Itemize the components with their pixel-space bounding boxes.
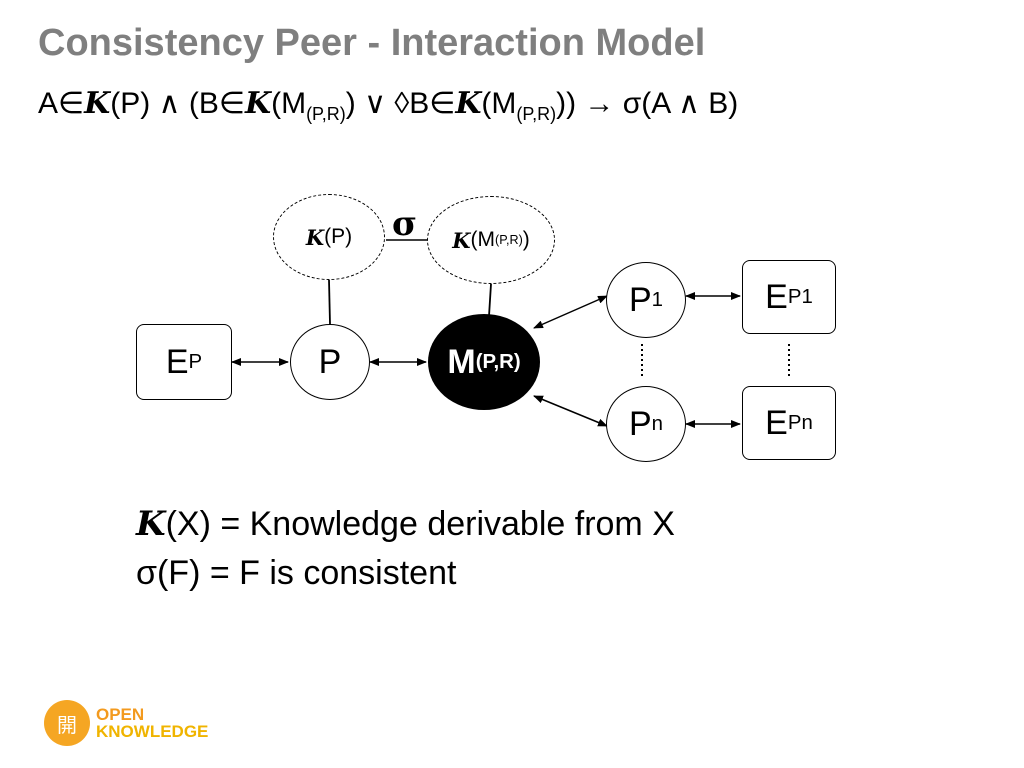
edge-kp-p (328, 279, 331, 325)
edge-m-p1 (533, 295, 608, 329)
mediator-m-node: M(P,R) (428, 314, 540, 410)
edge-km-m (488, 283, 492, 317)
definition-consistency: σ(F) = F is consistent (136, 554, 457, 592)
knowledge-m-node: K(M(P,R)) (427, 196, 555, 284)
definition-knowledge: K(X) = Knowledge derivable from X (136, 504, 675, 544)
logo-wordmark: OPEN KNOWLEDGE (96, 705, 209, 741)
interaction-formula: A∈K(P) ∧ (B∈K(M(P,R)) ∨ ◊B∈K(M(P,R))) → … (38, 86, 739, 124)
logo-emblem-icon: 開 (44, 700, 90, 746)
edge-m-pn (533, 395, 608, 427)
slide-title: Consistency Peer - Interaction Model (38, 22, 706, 64)
knowledge-p-node: K(P) (273, 194, 385, 280)
open-knowledge-logo: 開 OPEN KNOWLEDGE (44, 700, 208, 746)
peer-p-node: P (290, 324, 370, 400)
sigma-label: σ (392, 204, 418, 244)
